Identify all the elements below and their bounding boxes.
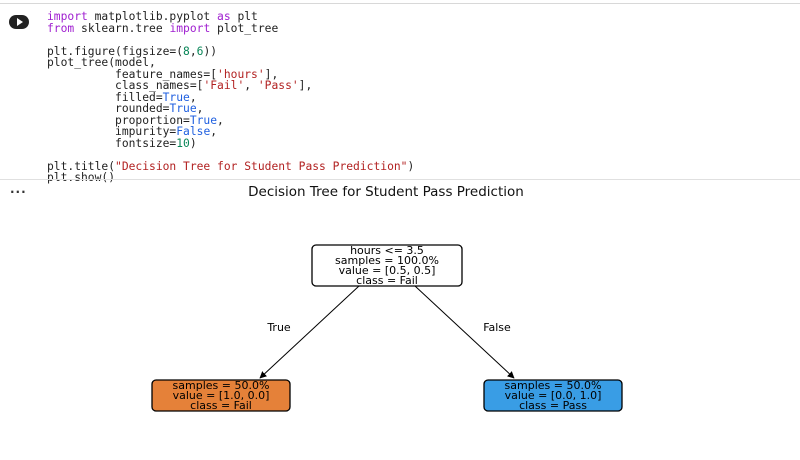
code-token: )) — [203, 44, 218, 58]
code-token: , — [189, 44, 197, 58]
code-token: ) — [407, 159, 415, 173]
code-line: feature_names=['hours'], — [47, 67, 414, 81]
code-token: True — [162, 90, 190, 104]
node-text: value = [0.5, 0.5] — [339, 264, 436, 277]
code-line: impurity=False, — [47, 126, 414, 138]
node-text: class = Fail — [356, 274, 418, 287]
code-token: True — [189, 113, 218, 127]
code-line: filled=True, — [47, 90, 414, 104]
code-token: impurity= — [47, 125, 177, 138]
node-text: samples = 50.0% — [173, 379, 270, 392]
code-token: "Decision Tree for Student Pass Predicti… — [115, 159, 408, 173]
node-text: samples = 100.0% — [335, 254, 439, 267]
code-line: plt.title("Decision Tree for Student Pas… — [47, 159, 415, 173]
code-token: 'Fail' — [203, 79, 245, 92]
run-cell-button[interactable] — [9, 15, 29, 29]
code-line: class_names=['Fail', 'Pass'], — [47, 80, 414, 92]
code-line: fontsize=10) — [47, 136, 414, 150]
code-token: False — [176, 125, 211, 138]
code-token: ], — [264, 67, 279, 81]
code-token: , — [210, 125, 218, 138]
code-token: 8 — [183, 44, 190, 58]
code-token: 'hours' — [217, 67, 265, 81]
code-line: rounded=True, — [47, 103, 414, 115]
node-text: class = Pass — [519, 399, 587, 412]
cell-top-border — [0, 0, 800, 4]
code-token: plt.title( — [47, 159, 116, 173]
code-token: matplotlib.pyplot — [87, 10, 218, 23]
edge-label-true: True — [266, 321, 291, 334]
code-token: as — [217, 10, 231, 23]
code-line: plot_tree(model, — [47, 57, 414, 69]
code-token: ], — [298, 79, 313, 92]
code-token: , — [244, 79, 258, 92]
output-separator — [0, 179, 800, 180]
node-box — [151, 379, 291, 412]
code-token: sklearn.tree — [74, 21, 170, 35]
code-token: True — [169, 102, 197, 115]
code-token: 10 — [176, 136, 190, 150]
node-text: hours <= 3.5 — [350, 244, 424, 257]
code-token: plt.figure(figsize=( — [47, 44, 184, 58]
code-line: import matplotlib.pyplot as plt — [47, 11, 414, 23]
edge-label-false: False — [483, 321, 511, 334]
chart-title: Decision Tree for Student Pass Predictio… — [248, 184, 524, 200]
code-token: plot_tree(model, — [47, 56, 156, 69]
code-token: proportion= — [47, 113, 190, 127]
node-text: samples = 50.0% — [505, 379, 602, 392]
code-token: , — [217, 113, 224, 127]
code-line: from sklearn.tree import plot_tree — [47, 21, 414, 35]
node-box — [311, 244, 463, 287]
node-text: value = [1.0, 0.0] — [173, 389, 270, 402]
code-token: class_names=[ — [47, 79, 204, 92]
code-token: , — [189, 90, 197, 104]
tree-edge-left — [259, 285, 360, 379]
code-token: rounded= — [47, 102, 170, 115]
code-token: feature_names=[ — [47, 67, 218, 81]
code-token: plt — [230, 10, 258, 23]
code-token: import — [47, 10, 88, 23]
code-token: plot_tree — [210, 21, 279, 35]
tree-node-left: samples = 50.0%value = [1.0, 0.0]class =… — [151, 379, 291, 412]
tree-edge-right — [414, 285, 515, 379]
output-menu-button[interactable]: ... — [10, 182, 27, 196]
node-box — [483, 379, 623, 412]
code-token: , — [196, 102, 204, 115]
code-token: 6 — [196, 44, 204, 58]
code-token: fontsize= — [47, 136, 177, 150]
code-token: import — [169, 21, 211, 35]
node-text: value = [0.0, 1.0] — [505, 389, 602, 402]
code-token: from — [47, 21, 75, 35]
node-text: class = Fail — [190, 399, 252, 412]
code-token: plt.show() — [47, 171, 116, 184]
code-line: proportion=True, — [47, 113, 414, 127]
code-line: plt.show() — [47, 172, 414, 184]
code-token: ) — [189, 136, 197, 150]
code-line: plt.figure(figsize=(8,6)) — [47, 44, 414, 58]
tree-node-right: samples = 50.0%value = [0.0, 1.0]class =… — [483, 379, 623, 412]
code-token: filled= — [47, 90, 163, 104]
code-token: 'Pass' — [257, 79, 299, 92]
